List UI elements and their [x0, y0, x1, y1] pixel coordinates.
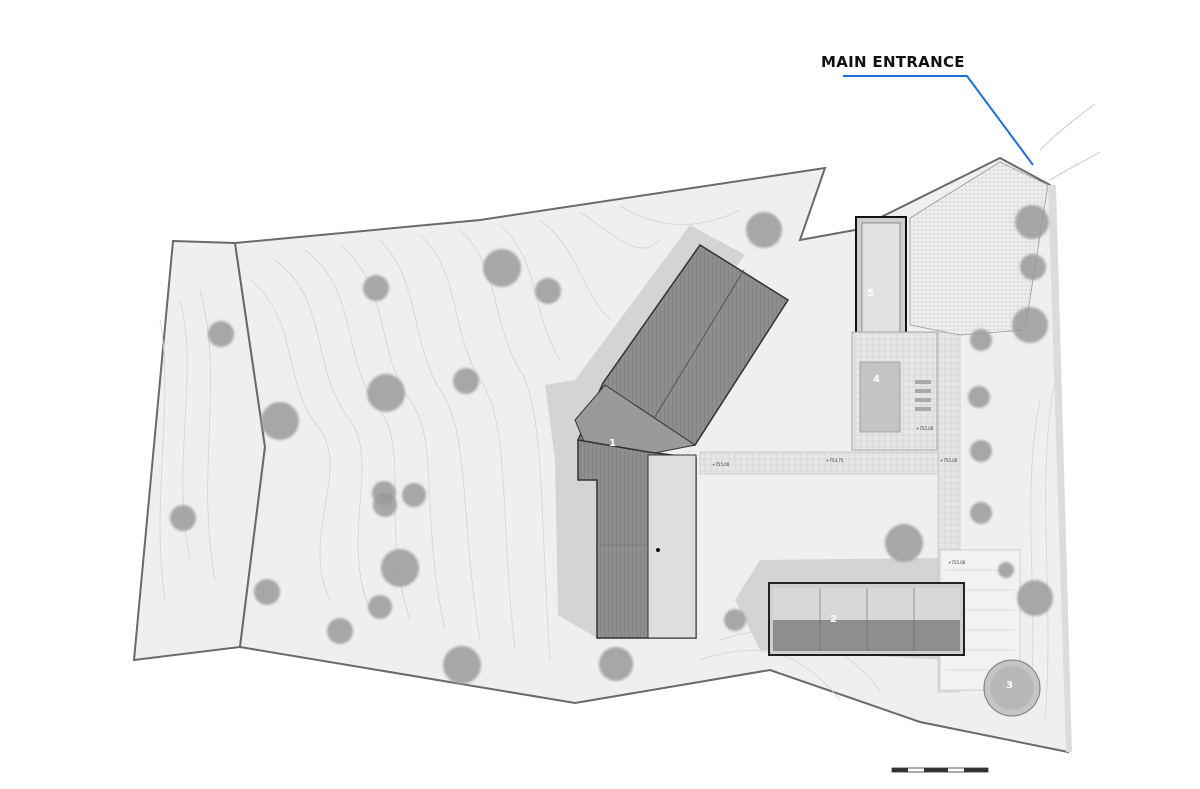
tree	[1012, 307, 1048, 343]
tree	[998, 562, 1014, 578]
tree	[483, 249, 521, 287]
level-marker: +755.00	[916, 426, 934, 431]
walkway-east-west	[699, 451, 946, 475]
tree	[208, 321, 234, 347]
building-5: 5	[855, 216, 907, 351]
tree	[368, 595, 392, 619]
tree	[367, 374, 405, 412]
contour-lines	[159, 205, 1056, 721]
tree	[254, 579, 280, 605]
tree	[724, 609, 746, 631]
tree	[381, 549, 419, 587]
tree	[1017, 580, 1053, 616]
tree	[170, 505, 196, 531]
tree	[885, 524, 923, 562]
tree	[599, 647, 633, 681]
level-marker: +755.00	[948, 560, 966, 565]
tree	[1015, 205, 1049, 239]
tree	[970, 502, 992, 524]
building-1: 1	[574, 243, 790, 639]
scale-bar	[891, 767, 989, 773]
building-1-number: 1	[609, 438, 616, 449]
east-edge-strip	[1048, 185, 1072, 752]
building-3-number: 3	[1006, 680, 1013, 691]
level-marker: +755.00	[940, 458, 958, 463]
entrance-drive	[1039, 103, 1101, 181]
tree	[970, 329, 992, 351]
tree	[443, 646, 481, 684]
tree	[1020, 254, 1046, 280]
building-2: 2	[768, 582, 965, 656]
building-3: 3	[983, 659, 1041, 717]
tree	[373, 493, 397, 517]
level-marker: +754.75	[826, 458, 844, 463]
building-2-number: 2	[830, 614, 837, 625]
tree	[453, 368, 479, 394]
level-marker: +755.00	[712, 462, 730, 467]
trees	[170, 205, 1053, 684]
tree	[746, 212, 782, 248]
building-4-number: 4	[873, 374, 880, 385]
tree	[327, 618, 353, 644]
tree	[970, 440, 992, 462]
tree	[535, 278, 561, 304]
tree	[402, 483, 426, 507]
main-entrance-leader	[843, 75, 1034, 166]
building-4: 4	[851, 331, 938, 451]
level-markers: +755.00 +754.75 +755.00 +755.00 +755.00	[712, 426, 966, 565]
main-entrance-label: MAIN ENTRANCE	[821, 53, 965, 71]
tree	[261, 402, 299, 440]
tree	[363, 275, 389, 301]
tree	[968, 386, 990, 408]
building-5-number: 5	[867, 288, 874, 299]
